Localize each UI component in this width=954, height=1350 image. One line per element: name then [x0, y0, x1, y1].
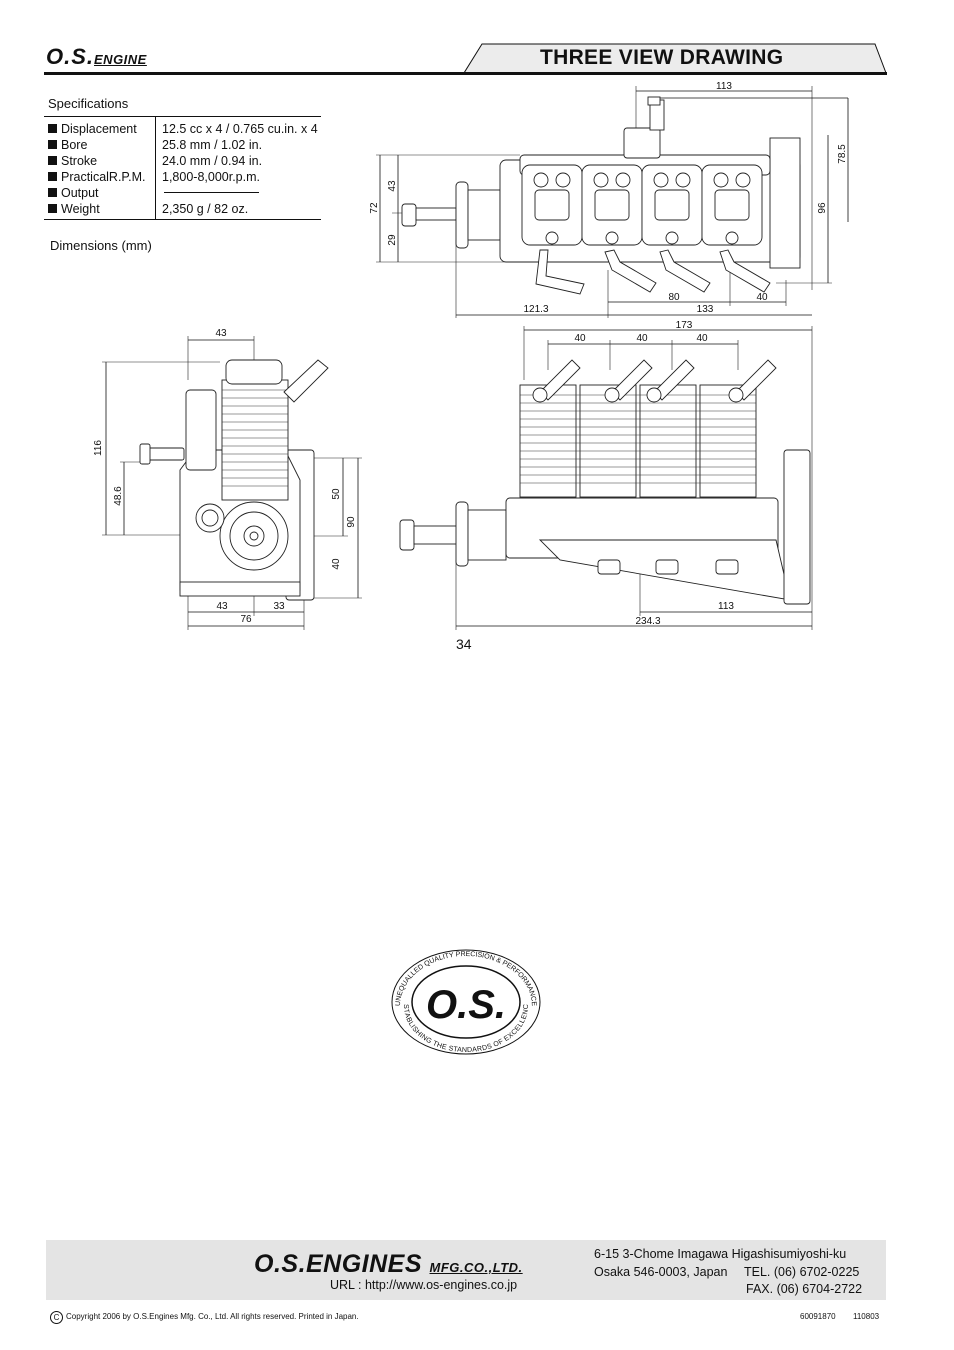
- top-view: 113 78.5 96 43 72 29 121.3 80 133 40: [369, 81, 849, 318]
- exhaust-pipes: [535, 249, 771, 295]
- copyright-icon: C: [50, 1311, 63, 1324]
- dim-front-90: 90: [346, 516, 357, 528]
- footer-address-line2: Osaka 546-0003, Japan: [594, 1265, 728, 1279]
- bullet-square-icon: [48, 140, 57, 149]
- dim-side-234-3: 234.3: [635, 616, 660, 627]
- spec-label-output: Output: [48, 185, 99, 201]
- bullet-square-icon: [48, 124, 57, 133]
- dim-front-43-bottom: 43: [216, 601, 228, 612]
- three-view-drawing: 113 78.5 96 43 72 29 121.3 80 133 40: [93, 81, 849, 630]
- spec-value-rpm: 1,800-8,000r.p.m.: [162, 170, 260, 184]
- spec-table-top-rule: [44, 116, 321, 117]
- dim-front-43-top: 43: [215, 328, 227, 339]
- spec-value-weight: 2,350 g / 82 oz.: [162, 202, 249, 216]
- dim-front-76: 76: [240, 614, 252, 625]
- page-number: 34: [456, 636, 472, 652]
- dim-top-80: 80: [668, 292, 680, 303]
- footer-tel: TEL. (06) 6702-0225: [744, 1265, 860, 1279]
- specifications-heading: Specifications: [48, 96, 129, 111]
- header-rule: [44, 72, 887, 75]
- spec-value-bore: 25.8 mm / 1.02 in.: [162, 138, 263, 152]
- spec-label-weight: Weight: [48, 201, 100, 217]
- footer-address-line1: 6-15 3-Chome Imagawa Higashisumiyoshi-ku: [594, 1247, 847, 1261]
- dim-front-116: 116: [93, 440, 104, 456]
- dim-top-96: 96: [817, 202, 828, 214]
- spec-label-bore: Bore: [48, 137, 87, 153]
- footer-fax: FAX. (06) 6704-2722: [746, 1282, 863, 1296]
- dim-top-40: 40: [756, 292, 768, 303]
- dim-top-121-3: 121.3: [523, 304, 548, 315]
- cylinder-heads: [521, 164, 763, 246]
- dim-side-40-c: 40: [696, 333, 708, 344]
- dim-top-113: 113: [716, 81, 732, 92]
- dim-side-113: 113: [718, 601, 734, 612]
- footer-company-logo: O.S.ENGINES MFG.CO.,LTD.: [254, 1250, 523, 1278]
- dim-front-40: 40: [331, 558, 342, 570]
- spec-value-stroke: 24.0 mm / 0.94 in.: [162, 154, 263, 168]
- dim-top-72: 72: [369, 202, 380, 214]
- seal-center-text: O.S.: [426, 983, 506, 1027]
- spec-value-displacement: 12.5 cc x 4 / 0.765 cu.in. x 4: [162, 122, 318, 136]
- spec-label-rpm: PracticalR.P.M.: [48, 169, 146, 185]
- dim-top-133: 133: [697, 304, 714, 315]
- os-quality-seal: UNEQUALLED QUALITY PRECISION & PERFORMAN…: [388, 944, 541, 1055]
- bullet-square-icon: [48, 204, 57, 213]
- copyright-text: Copyright 2006 by O.S.Engines Mfg. Co., …: [66, 1312, 359, 1321]
- spec-value-output-blank: [164, 192, 259, 193]
- side-view: 173 40 40 40 113 234.3: [399, 320, 813, 630]
- bullet-square-icon: [48, 188, 57, 197]
- bullet-square-icon: [48, 156, 57, 165]
- dimensions-heading: Dimensions (mm): [50, 238, 152, 253]
- document-code: 60091870: [800, 1312, 836, 1321]
- dim-top-78-5: 78.5: [837, 144, 848, 164]
- dim-front-50: 50: [331, 488, 342, 500]
- dim-side-40-a: 40: [574, 333, 586, 344]
- footer-box: [46, 1240, 886, 1300]
- bullet-square-icon: [48, 172, 57, 181]
- dim-top-43: 43: [387, 180, 398, 192]
- footer-url: URL : http://www.os-engines.co.jp: [330, 1278, 518, 1292]
- dim-front-33: 33: [273, 601, 285, 612]
- document-date: 110803: [853, 1312, 880, 1321]
- dim-side-40-b: 40: [636, 333, 648, 344]
- spec-table-divider: [155, 117, 156, 219]
- page-title: THREE VIEW DRAWING: [540, 46, 784, 69]
- dim-front-48-6: 48.6: [113, 486, 124, 506]
- dim-top-29: 29: [387, 234, 398, 246]
- dim-side-173: 173: [676, 320, 693, 331]
- side-cooling-fins: [520, 394, 756, 484]
- spec-label-stroke: Stroke: [48, 153, 97, 169]
- cooling-fins: [222, 389, 288, 487]
- brand-logo-main: O.S.: [46, 44, 95, 69]
- front-view: 43 116 48.6 50 90 40 43 33 76: [93, 328, 362, 630]
- spec-label-displacement: Displacement: [48, 121, 137, 137]
- spec-table-bottom-rule: [44, 219, 321, 220]
- brand-logo-sub: ENGINE: [94, 52, 147, 67]
- brand-logo: O.S.ENGINE: [46, 44, 147, 70]
